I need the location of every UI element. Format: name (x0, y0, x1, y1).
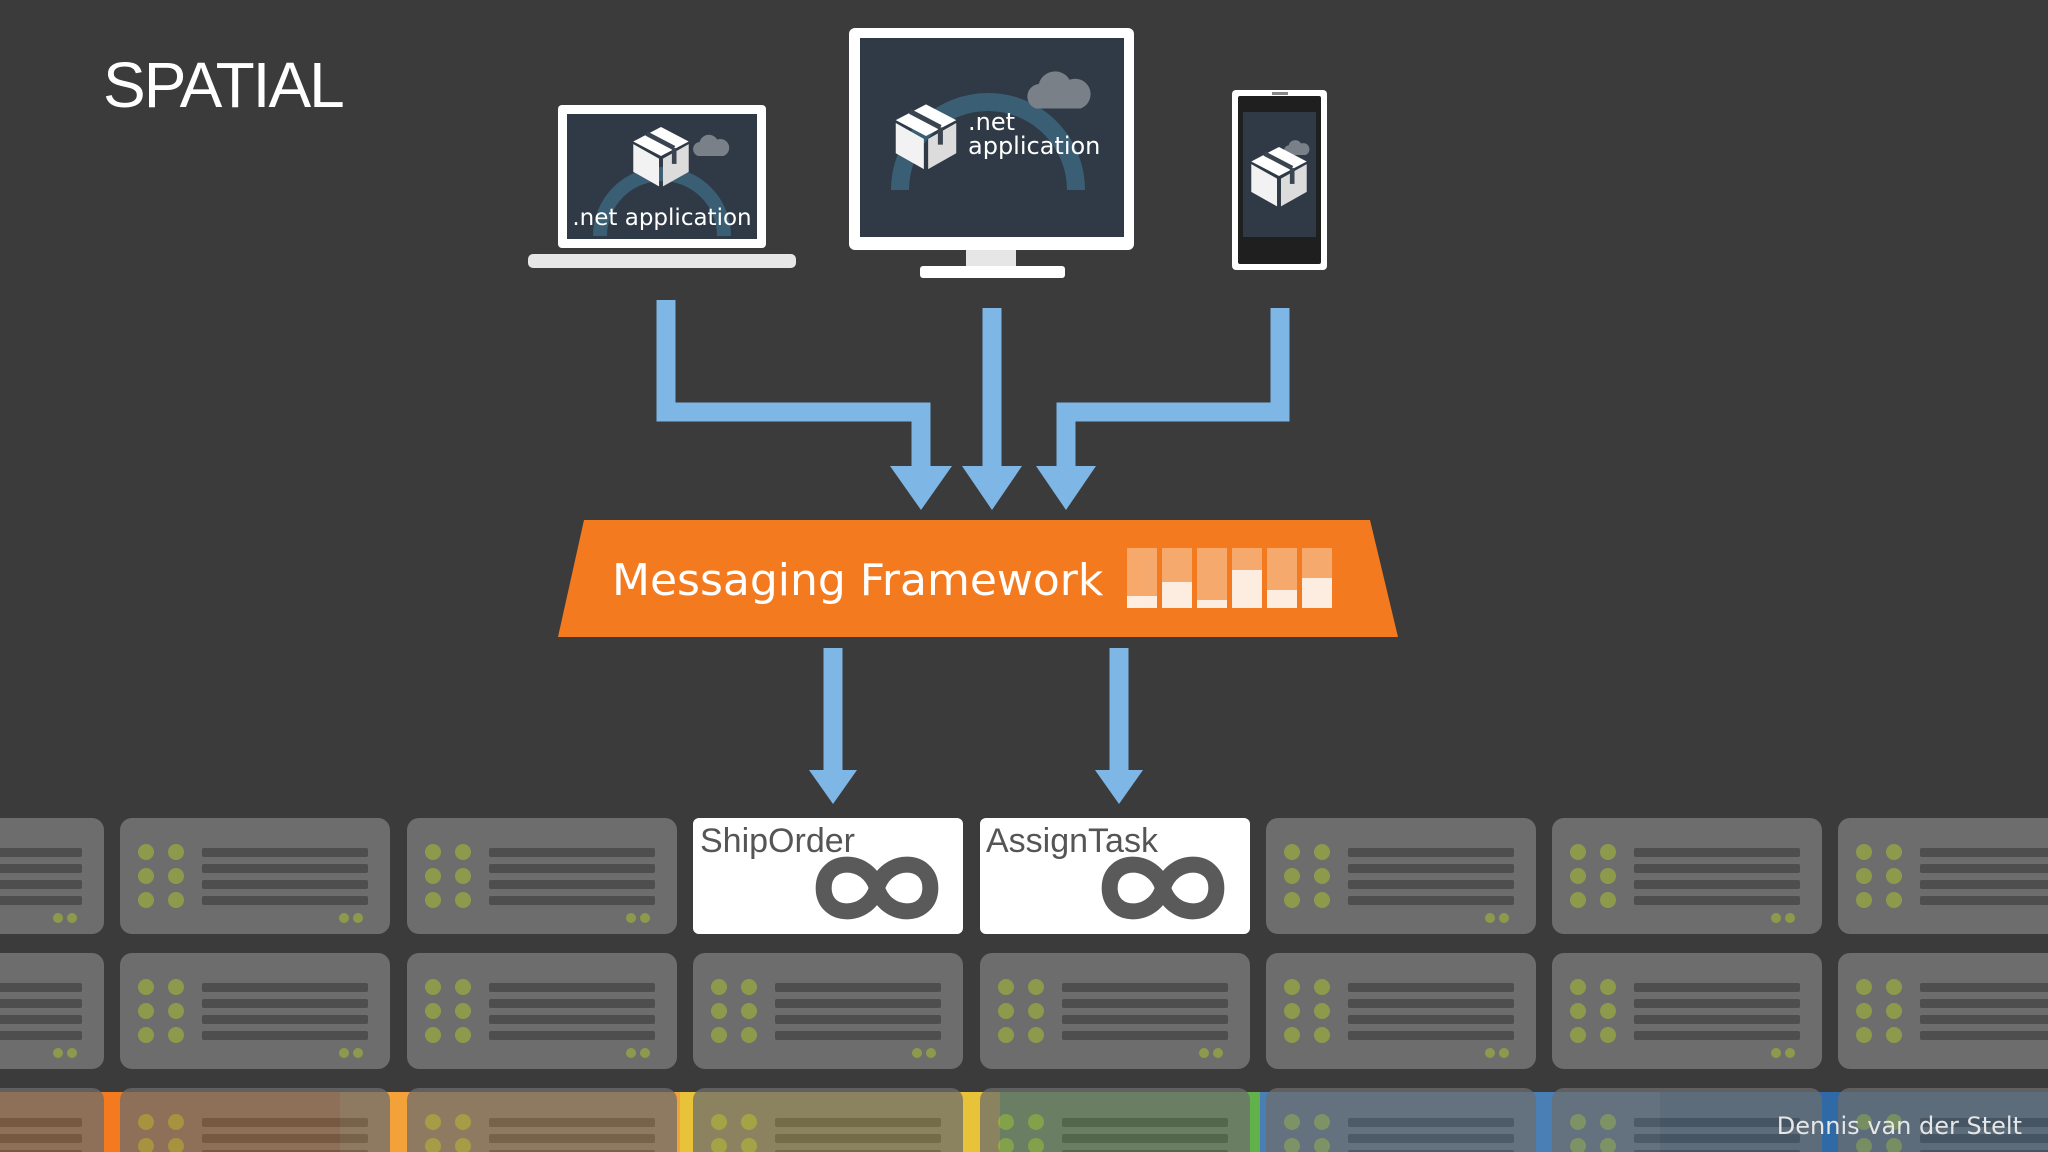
service-arrows (823, 648, 1129, 770)
arrowhead-icon (890, 466, 952, 510)
server-rack (120, 953, 390, 1069)
arrowheads (890, 466, 1096, 510)
server-rack (1552, 818, 1822, 934)
arrowhead-icon (1095, 770, 1143, 804)
framework-label: Messaging Framework (612, 555, 1104, 606)
desktop-app-label-line1: .net (968, 108, 1015, 136)
server-rack (1838, 953, 2048, 1069)
server-rack (120, 818, 390, 934)
server-rack (693, 953, 963, 1069)
laptop-app-label: .net application (572, 205, 751, 231)
desktop-device: .net application (849, 28, 1134, 278)
laptop-device: .net application (528, 105, 796, 268)
phone-device (1232, 90, 1327, 270)
service-label: ShipOrder (700, 822, 855, 860)
server-rack (980, 953, 1250, 1069)
arrowhead-icon (1036, 466, 1096, 510)
server-rack (1266, 818, 1536, 934)
service-box-assigntask: AssignTask (980, 818, 1250, 934)
presenter-credit: Dennis van der Stelt (1776, 1112, 2022, 1140)
server-rack (0, 953, 104, 1069)
arrowhead-icon (809, 770, 857, 804)
arrowhead-icon (962, 466, 1022, 510)
service-box-shiporder: ShipOrder (693, 818, 963, 934)
server-rack (1838, 818, 2048, 934)
server-rack (1552, 953, 1822, 1069)
slide-title: SPATIAL (103, 49, 345, 121)
server-rack (407, 953, 677, 1069)
device-arrows (656, 300, 1290, 467)
desktop-app-label-line2: application (968, 132, 1100, 160)
server-rack (1266, 953, 1536, 1069)
server-rack (407, 818, 677, 934)
server-rack (0, 818, 104, 934)
messaging-framework-banner: Messaging Framework (558, 520, 1398, 637)
service-label: AssignTask (986, 822, 1159, 860)
